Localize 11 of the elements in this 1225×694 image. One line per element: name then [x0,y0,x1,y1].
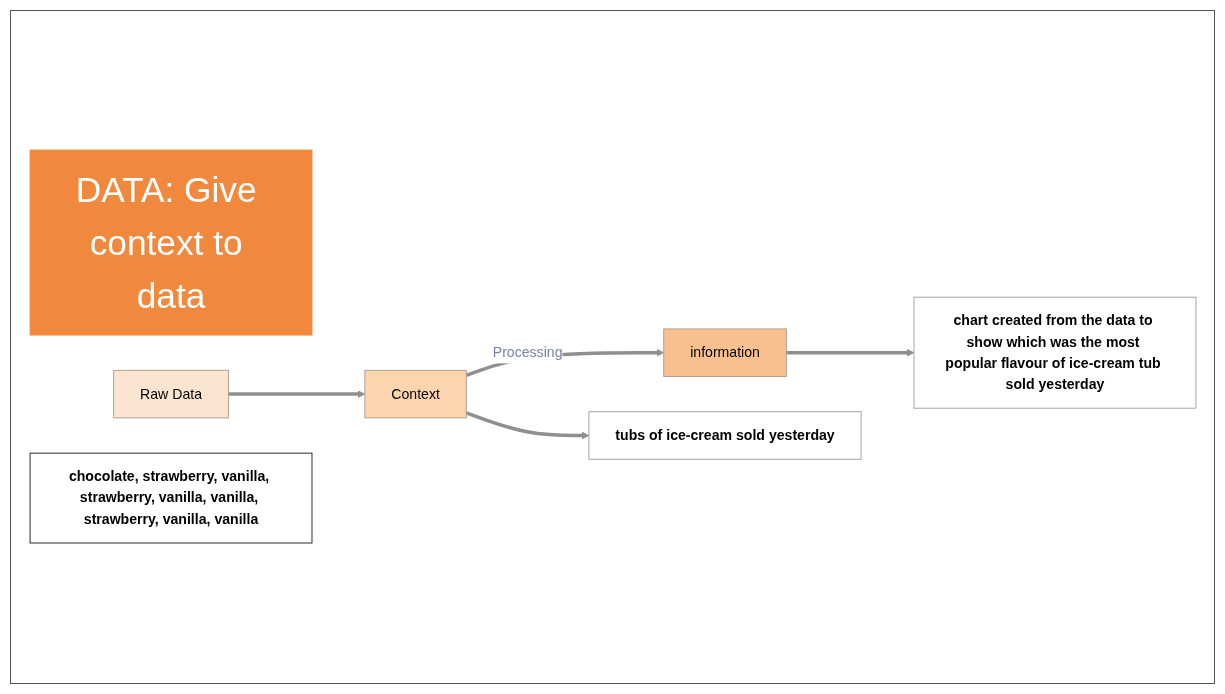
node-box: DATA: Give context to data [29,150,312,336]
node-box: Raw Data [112,370,229,419]
node-box: information [662,328,787,378]
node-box: tubs of ice-cream sold yesterday [587,411,862,461]
arrow [227,390,365,399]
node-box: Context [363,370,467,419]
node-box: chocolate, strawberry, vanilla, strawberry, vanilla, vanilla, strawberry, vanilla, vanilla [29,453,312,544]
edge-label: Processing [492,345,562,361]
arrow [785,349,914,358]
node-box: chart created from the data to show which was the most popular flavour of ice-cream tub sold yesterday [913,297,1196,410]
arrow [465,411,589,440]
